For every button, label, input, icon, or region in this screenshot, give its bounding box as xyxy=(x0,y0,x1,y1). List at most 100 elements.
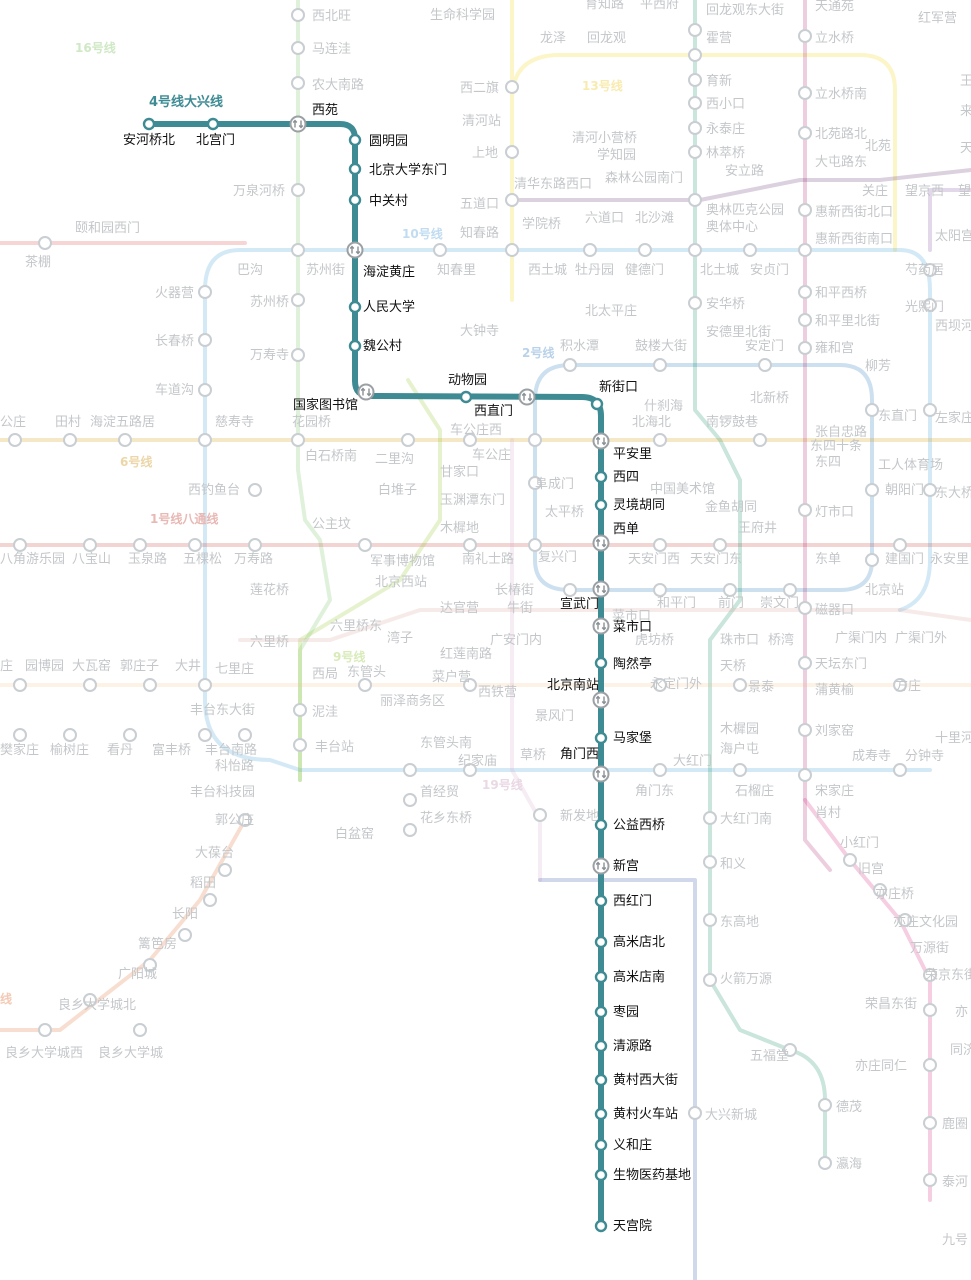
svg-text:花乡东桥: 花乡东桥 xyxy=(420,810,472,826)
svg-text:珠市口: 珠市口 xyxy=(720,632,759,648)
transfer-station-marker[interactable] xyxy=(592,432,610,450)
transfer-station-marker[interactable] xyxy=(592,857,610,875)
svg-text:湾子: 湾子 xyxy=(387,630,413,646)
transfer-icon xyxy=(595,621,607,631)
station-marker[interactable] xyxy=(594,656,608,670)
station-marker[interactable] xyxy=(594,1073,608,1087)
svg-text:南礼士路: 南礼士路 xyxy=(462,551,514,567)
svg-text:甘家口: 甘家口 xyxy=(440,464,479,480)
svg-text:瀛海: 瀛海 xyxy=(836,1156,862,1172)
svg-text:望京西: 望京西 xyxy=(905,183,944,199)
station-marker[interactable] xyxy=(594,818,608,832)
transfer-station-marker[interactable] xyxy=(346,241,364,259)
transfer-station-marker[interactable] xyxy=(592,534,610,552)
station-marker[interactable] xyxy=(348,162,362,176)
station-marker[interactable] xyxy=(348,133,362,147)
svg-text:雍和宫: 雍和宫 xyxy=(815,340,854,356)
svg-text:巴沟: 巴沟 xyxy=(237,263,263,278)
station-marker[interactable] xyxy=(594,1219,608,1233)
main-stations[interactable] xyxy=(142,115,610,1233)
svg-text:森林公园南门: 森林公园南门 xyxy=(605,170,683,186)
svg-text:王: 王 xyxy=(960,74,971,89)
svg-text:八角游乐园: 八角游乐园 xyxy=(0,552,65,567)
svg-text:东管头南: 东管头南 xyxy=(420,735,472,751)
transfer-icon xyxy=(595,436,607,446)
svg-text:角门东: 角门东 xyxy=(635,784,674,799)
station-marker[interactable] xyxy=(594,498,608,512)
station-marker[interactable] xyxy=(594,1107,608,1121)
transfer-station-marker[interactable] xyxy=(357,383,375,401)
transfer-icon xyxy=(595,769,607,779)
svg-text:景风门: 景风门 xyxy=(535,709,574,724)
station-marker[interactable] xyxy=(594,935,608,949)
line-title: 4号线大兴线 xyxy=(149,94,223,110)
main-line[interactable]: 4号线大兴线 安河桥北北宫门西苑圆明园北京大学东门中关村海淀黄庄人民大学魏公村国… xyxy=(123,94,691,1234)
station-marker[interactable] xyxy=(142,117,156,131)
svg-text:丽泽商务区: 丽泽商务区 xyxy=(380,693,445,709)
svg-text:东直门: 东直门 xyxy=(878,409,917,424)
station-marker[interactable] xyxy=(590,397,604,411)
svg-text:西坝河: 西坝河 xyxy=(935,319,971,334)
svg-text:西北旺: 西北旺 xyxy=(312,9,351,24)
bg-line-15-east xyxy=(928,188,971,252)
station-marker[interactable] xyxy=(206,117,220,131)
station-label: 马家堡 xyxy=(613,730,652,746)
bg-station-dots xyxy=(8,8,937,1187)
svg-text:安定门: 安定门 xyxy=(745,339,784,354)
station-label: 北京大学东门 xyxy=(369,162,447,178)
station-label: 陶然亭 xyxy=(613,656,652,672)
svg-text:景泰: 景泰 xyxy=(748,680,774,695)
station-marker[interactable] xyxy=(348,300,362,314)
station-label: 黄村西大街 xyxy=(613,1073,678,1088)
svg-text:和平西桥: 和平西桥 xyxy=(815,286,867,301)
svg-text:西铁营: 西铁营 xyxy=(478,685,517,700)
svg-text:玉泉路: 玉泉路 xyxy=(128,551,167,567)
svg-text:园博园: 园博园 xyxy=(25,659,64,674)
svg-text:大葆台: 大葆台 xyxy=(195,846,234,861)
svg-text:东单: 东单 xyxy=(815,552,841,567)
station-marker[interactable] xyxy=(348,339,362,353)
svg-text:稻田: 稻田 xyxy=(190,876,216,891)
svg-text:万源街: 万源街 xyxy=(910,941,949,956)
transfer-station-marker[interactable] xyxy=(592,580,610,598)
svg-text:广渠门内: 广渠门内 xyxy=(835,630,887,646)
svg-text:阜成门: 阜成门 xyxy=(535,476,574,492)
station-marker[interactable] xyxy=(594,1168,608,1182)
station-label: 新宫 xyxy=(613,858,639,874)
station-marker[interactable] xyxy=(594,1138,608,1152)
station-label: 角门西 xyxy=(560,747,599,762)
svg-text:长春桥: 长春桥 xyxy=(155,334,194,349)
station-marker[interactable] xyxy=(459,390,473,404)
transfer-station-marker[interactable] xyxy=(518,388,536,406)
svg-text:泰河: 泰河 xyxy=(942,1175,968,1190)
svg-text:西土城: 西土城 xyxy=(528,263,567,278)
svg-text:1号线八通线: 1号线八通线 xyxy=(150,511,218,526)
svg-text:2号线: 2号线 xyxy=(522,345,554,360)
station-label: 生物医药基地 xyxy=(613,1168,691,1183)
station-marker[interactable] xyxy=(594,970,608,984)
station-marker[interactable] xyxy=(594,1039,608,1053)
transfer-station-marker[interactable] xyxy=(592,691,610,709)
svg-text:九号: 九号 xyxy=(942,1233,968,1248)
station-marker[interactable] xyxy=(594,894,608,908)
svg-text:学知园: 学知园 xyxy=(597,147,636,163)
svg-text:纪家庙: 纪家庙 xyxy=(458,753,497,769)
station-marker[interactable] xyxy=(348,193,362,207)
svg-text:榆树庄: 榆树庄 xyxy=(50,742,89,758)
transfer-station-marker[interactable] xyxy=(592,765,610,783)
transfer-station-marker[interactable] xyxy=(592,617,610,635)
svg-text:八宝山: 八宝山 xyxy=(72,552,111,567)
svg-text:刘家窑: 刘家窑 xyxy=(815,723,854,739)
svg-text:达官营: 达官营 xyxy=(440,600,479,616)
transfer-station-marker[interactable] xyxy=(289,115,307,133)
station-marker[interactable] xyxy=(594,1005,608,1019)
station-marker[interactable] xyxy=(594,470,608,484)
svg-text:知春里: 知春里 xyxy=(437,262,476,278)
transfer-icon xyxy=(595,861,607,871)
svg-text:天坛东门: 天坛东门 xyxy=(815,657,867,672)
svg-text:太阳宫: 太阳宫 xyxy=(935,229,971,244)
bg-line-labels: 16号线 13号线 10号线 2号线 6号线 1号线八通线 9号线 19号线 线 xyxy=(0,40,623,1006)
svg-text:六里桥东: 六里桥东 xyxy=(330,619,382,634)
station-marker[interactable] xyxy=(594,731,608,745)
